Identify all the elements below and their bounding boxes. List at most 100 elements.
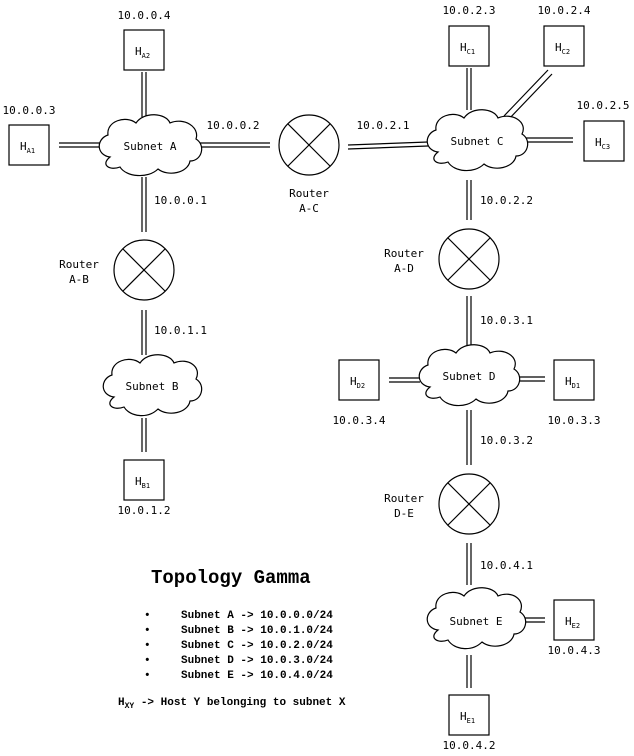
host-d1-ip: 10.0.3.3 — [548, 414, 601, 427]
host-e1-ip: 10.0.4.2 — [443, 739, 496, 752]
svg-text:HD1: HD1 — [565, 375, 580, 390]
host-b1: HB1 — [123, 459, 165, 501]
router-labels: Router A-C Router A-B Router A-D Router … — [59, 187, 424, 520]
host-d1-letter: H — [565, 375, 572, 388]
iface-ab-a-ip: 10.0.0.1 — [154, 194, 207, 207]
host-d2-ip: 10.0.3.4 — [333, 414, 386, 427]
subnet-b-label: Subnet B — [126, 380, 179, 393]
svg-text:HA1: HA1 — [20, 140, 35, 155]
iface-ac-a-ip: 10.0.0.2 — [207, 119, 260, 132]
svg-text:HA2: HA2 — [135, 45, 150, 60]
host-d1-sub: D1 — [572, 382, 580, 390]
host-e2-sub: E2 — [572, 622, 580, 630]
host-c1: HC1 — [448, 25, 490, 67]
host-c3-letter: H — [595, 136, 602, 149]
legend-bullet: • — [144, 655, 151, 667]
host-a1: HA1 — [8, 124, 50, 166]
link-ha2-subnet-a — [141, 72, 147, 117]
host-d2-sub: D2 — [357, 382, 365, 390]
link-subnet-c-router-ad — [466, 180, 472, 220]
subnet-c-cloud: Subnet C — [426, 109, 529, 172]
links — [59, 68, 573, 688]
host-a1-ip: 10.0.0.3 — [3, 104, 56, 117]
svg-text:HE2: HE2 — [565, 615, 580, 630]
legend-item: • Subnet B -> 10.0.1.0/24 — [144, 625, 333, 637]
legend-item-text: Subnet E -> 10.0.4.0/24 — [181, 670, 333, 682]
link-subnet-a-router-ab — [141, 177, 147, 232]
link-subnet-a-router-ac — [198, 142, 270, 148]
legend-bullet: • — [144, 610, 151, 622]
legend-item: • Subnet C -> 10.0.2.0/24 — [144, 640, 333, 652]
iface-ad-c-ip: 10.0.2.2 — [480, 194, 533, 207]
host-d1: HD1 — [553, 359, 595, 401]
legend-item: • Subnet D -> 10.0.3.0/24 — [144, 655, 333, 667]
host-a2-letter: H — [135, 45, 142, 58]
iface-de-d-ip: 10.0.3.2 — [480, 434, 533, 447]
router-de-word: Router — [384, 492, 424, 505]
host-c2: HC2 — [543, 25, 585, 67]
host-a2: HA2 — [123, 29, 165, 71]
host-c3-sub: C3 — [602, 143, 610, 151]
legend-bullet: • — [144, 640, 151, 652]
host-c1-ip: 10.0.2.3 — [443, 4, 496, 17]
router-ab-icon — [113, 239, 175, 301]
iface-ac-c-ip: 10.0.2.1 — [357, 119, 410, 132]
interface-ip-labels: 10.0.0.2 10.0.2.1 10.0.0.1 10.0.1.1 10.0… — [154, 119, 533, 572]
host-a1-sub: A1 — [27, 147, 35, 155]
router-de-label: D-E — [394, 507, 414, 520]
router-ab-word: Router — [59, 258, 99, 271]
host-c3: HC3 — [583, 120, 625, 162]
host-b1-sub: B1 — [142, 482, 150, 490]
link-hd2-subnet-d — [389, 377, 420, 383]
subnet-b-cloud: Subnet B — [102, 354, 203, 417]
host-e1-letter: H — [460, 710, 467, 723]
router-ac-word: Router — [289, 187, 329, 200]
subnet-d-cloud: Subnet D — [418, 344, 521, 407]
legend-host-note: HXY -> Host Y belonging to subnet X — [118, 697, 346, 711]
subnet-a-cloud: Subnet A — [98, 114, 203, 177]
legend-bullet: • — [144, 625, 151, 637]
svg-text:HD2: HD2 — [350, 375, 365, 390]
subnet-a-label: Subnet A — [124, 140, 177, 153]
host-e2: HE2 — [553, 599, 595, 641]
link-subnet-c-hc1 — [466, 68, 472, 110]
host-e1-sub: E1 — [467, 717, 475, 725]
router-ac-label: A-C — [299, 202, 319, 215]
link-subnet-e-he1 — [466, 655, 472, 688]
link-router-ac-subnet-c — [347, 141, 429, 150]
iface-de-e-ip: 10.0.4.1 — [480, 559, 533, 572]
hosts: HA1 HA2 HB1 HC1 HC2 HC3 HD2 HD1 — [8, 25, 625, 736]
host-a2-sub: A2 — [142, 52, 150, 60]
subnet-e-label: Subnet E — [450, 615, 503, 628]
router-de-icon — [438, 473, 500, 535]
link-router-ad-subnet-d — [466, 296, 472, 345]
router-ac-icon — [278, 114, 340, 176]
legend-note-sub: XY — [125, 702, 135, 711]
legend-note-text: -> Host Y belonging to subnet X — [134, 697, 346, 709]
legend-bullet: • — [144, 670, 151, 682]
legend-item-text: Subnet A -> 10.0.0.0/24 — [181, 610, 333, 622]
link-ha1-subnet-a — [59, 142, 100, 148]
subnet-clouds: Subnet A Subnet B Subnet C Subnet D Subn… — [98, 109, 529, 650]
iface-ad-d-ip: 10.0.3.1 — [480, 314, 533, 327]
svg-text:HE1: HE1 — [460, 710, 475, 725]
host-c2-letter: H — [555, 41, 562, 54]
host-c1-sub: C1 — [467, 48, 475, 56]
host-a1-letter: H — [20, 140, 27, 153]
legend-item-text: Subnet D -> 10.0.3.0/24 — [181, 655, 333, 667]
host-c3-ip: 10.0.2.5 — [577, 99, 630, 112]
legend-item: • Subnet A -> 10.0.0.0/24 — [144, 610, 333, 622]
host-a2-ip: 10.0.0.4 — [118, 9, 171, 22]
legend-item: • Subnet E -> 10.0.4.0/24 — [144, 670, 333, 682]
host-b1-ip: 10.0.1.2 — [118, 504, 171, 517]
diagram-title: Topology Gamma — [151, 567, 311, 589]
link-router-de-subnet-e — [466, 543, 472, 585]
host-c1-letter: H — [460, 41, 467, 54]
legend-item-text: Subnet B -> 10.0.1.0/24 — [181, 625, 333, 637]
host-c2-ip: 10.0.2.4 — [538, 4, 591, 17]
svg-text:HB1: HB1 — [135, 475, 150, 490]
host-ip-labels: 10.0.0.3 10.0.0.4 10.0.1.2 10.0.2.3 10.0… — [3, 4, 630, 752]
host-d2-letter: H — [350, 375, 357, 388]
